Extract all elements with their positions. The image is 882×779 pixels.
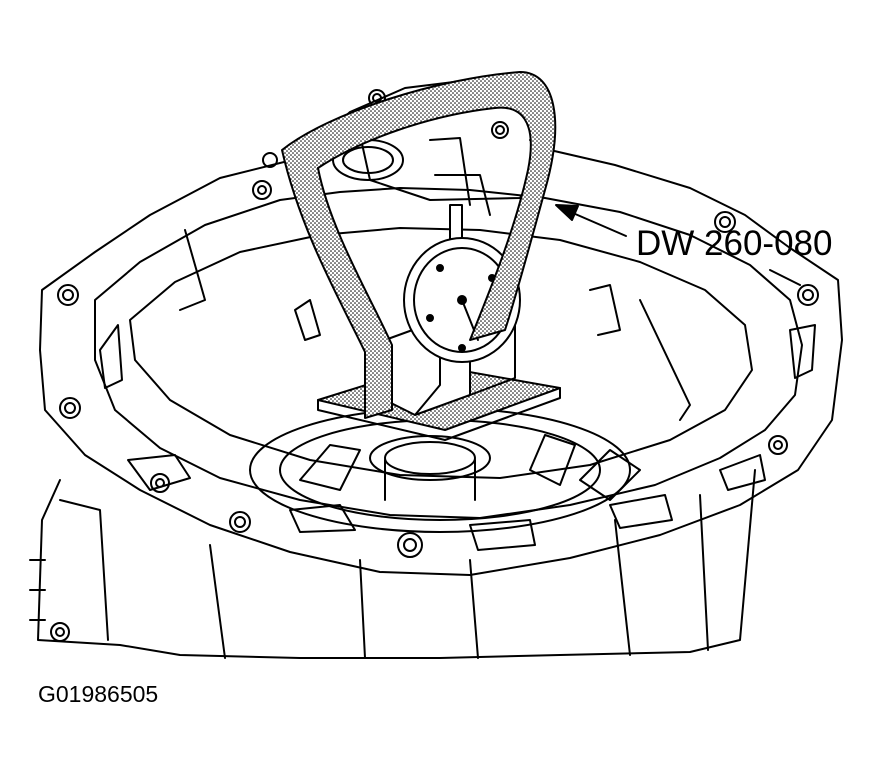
flange-ribs bbox=[99, 229, 816, 551]
tool-number-label: DW 260-080 bbox=[636, 224, 833, 263]
callout-arrow bbox=[555, 204, 627, 237]
case-lower-body bbox=[29, 469, 756, 659]
figure-id-caption: G01986505 bbox=[38, 681, 159, 707]
tool-frame bbox=[281, 71, 557, 419]
